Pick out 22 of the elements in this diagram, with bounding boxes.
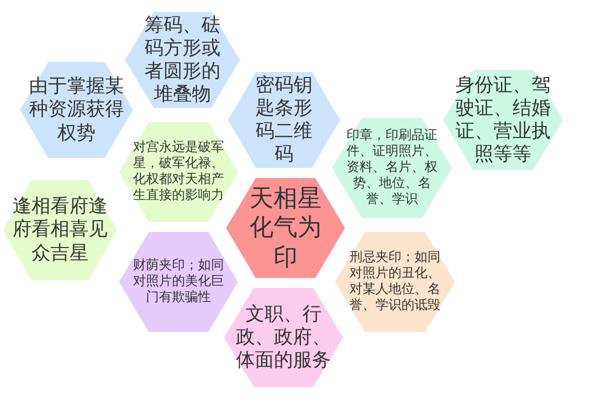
tile-text: 财荫夹印；如同对照片的美化巨门有欺骗性 (132, 257, 225, 307)
hexagon-tile (443, 70, 563, 170)
tile-text: 由于掌握某种资源获得权势 (29, 74, 124, 146)
tile-text: 印章，印刷品证件、证明照片、资料、名片、权势、地位、名誉、学识 (346, 127, 438, 209)
tile-text: 身份证、驾驶证、结婚证、营业执照等等 (455, 72, 551, 168)
tile-text: 对宫永远是破军星，破军化禄、化权都对天相产生直接的影响力 (132, 139, 225, 205)
hexagon-tile (332, 118, 452, 218)
tile-text: 密码钥匙条形码二维码 (254, 72, 314, 168)
hexagon-tile (125, 12, 240, 108)
tile-text: 刑忌夹印；如同对照片的丑化、对某人地位、名誉、学识的诋毁 (348, 249, 442, 315)
hexagon-tile (3, 180, 117, 280)
hexagon-tile (228, 72, 340, 168)
tile-text: 文职、行政、政府、体面的服务 (236, 302, 332, 374)
hexagon-tile (224, 288, 343, 387)
hexagon-tile (119, 122, 238, 222)
hexagon-tile (20, 62, 133, 158)
hexagon-tile (119, 232, 238, 332)
tile-text: 筹码、砝码方形或者圆形的堆叠物 (144, 12, 222, 108)
hexagon-tile (226, 178, 345, 278)
hexagon-tile (335, 232, 455, 332)
tile-text: 天相星化气为印 (248, 183, 322, 273)
tile-text: 逢相看府逢府看相喜见众吉星 (12, 194, 108, 266)
